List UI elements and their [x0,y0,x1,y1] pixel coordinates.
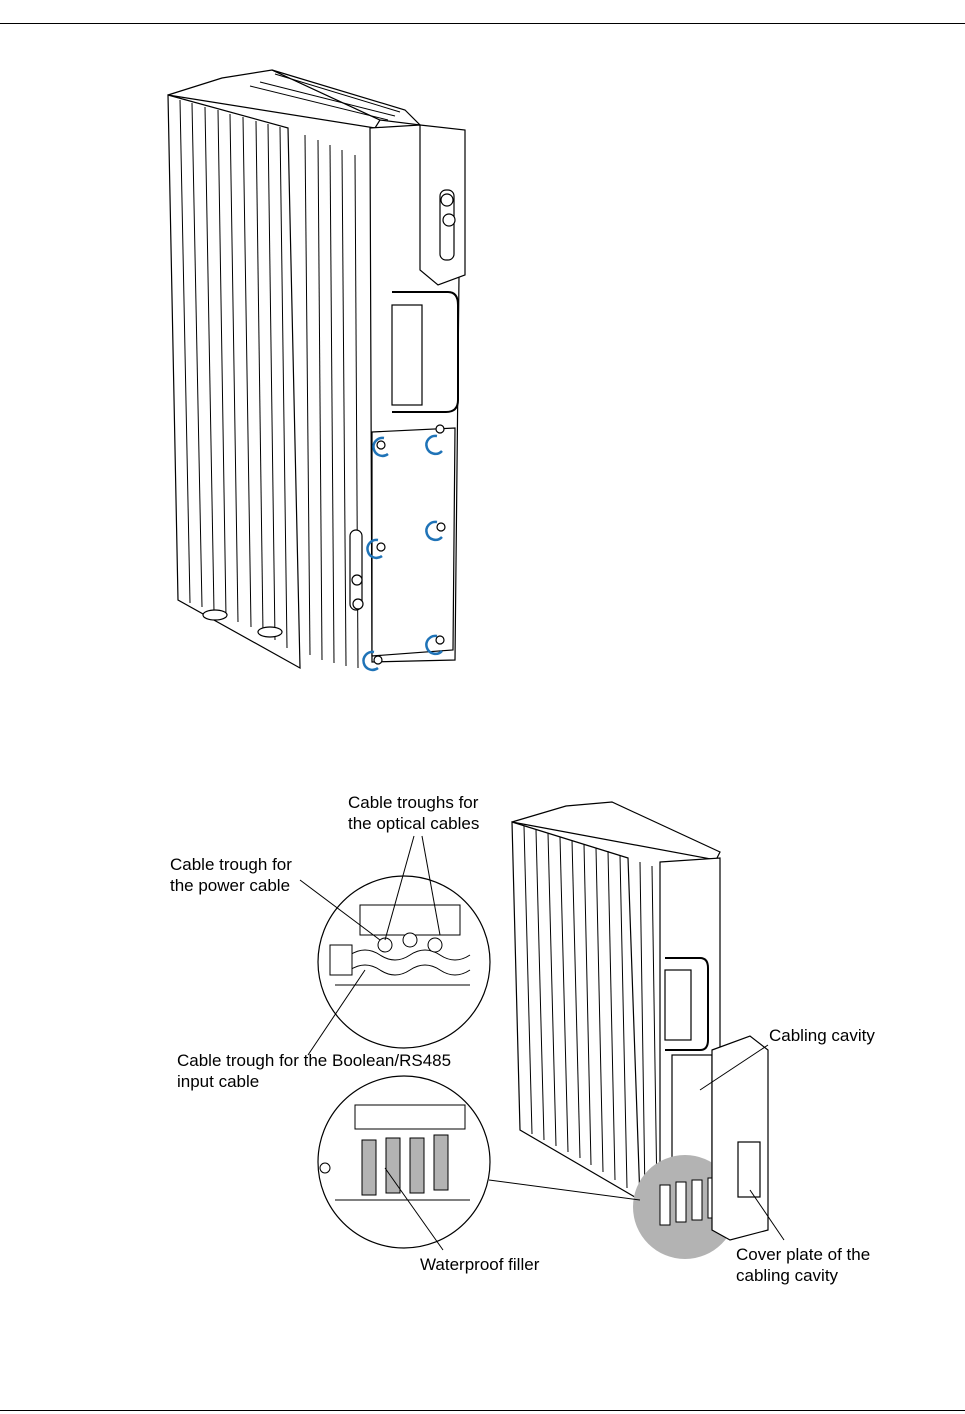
label-cabling-cavity: Cabling cavity [769,1025,875,1046]
label-cover-plate: Cover plate of the cabling cavity [736,1244,870,1286]
label-waterproof-filler: Waterproof filler [420,1254,539,1275]
label-power-trough: Cable trough for the power cable [170,854,292,896]
handle-plate [665,970,691,1040]
label-boolean-trough: Cable trough for the Boolean/RS485 input… [177,1050,451,1092]
label-optical-troughs: Cable troughs for the optical cables [348,792,479,834]
cover-plate-label-area [738,1142,760,1197]
detail-circle-filler [318,1076,490,1248]
cavity-cover-plate [712,1036,768,1240]
